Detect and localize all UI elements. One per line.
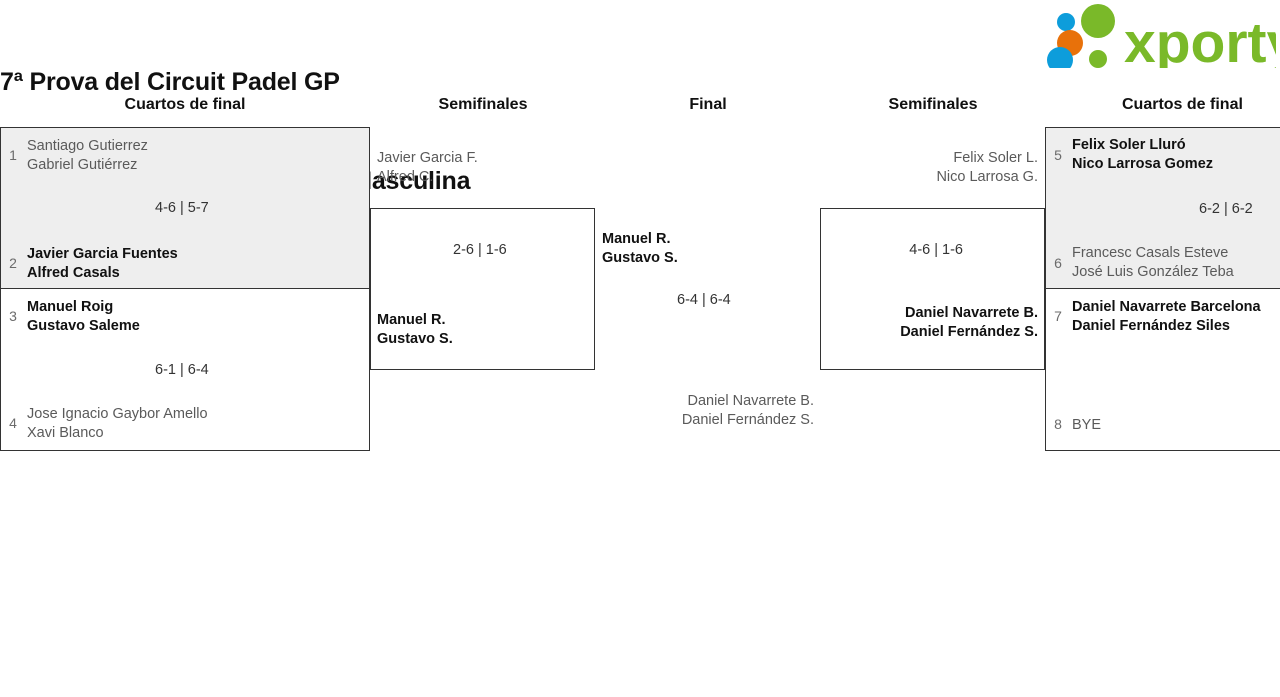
team-sf-left-top: Javier Garcia F. Alfred C. <box>377 149 478 187</box>
player-name: Gustavo S. <box>377 331 453 347</box>
player-name: Daniel Navarrete B. <box>905 305 1038 321</box>
column-header-final: Final <box>689 96 727 113</box>
column-header-quarterfinals-right: Cuartos de final <box>1122 96 1243 113</box>
player-name: Xavi Blanco <box>27 425 104 441</box>
player-name: BYE <box>1072 417 1102 433</box>
player-name: Manuel Roig <box>27 299 114 315</box>
team-qf-right-2-top: Daniel Navarrete Barcelona Daniel Fernán… <box>1072 298 1261 336</box>
match-box-sf-right[interactable] <box>820 208 1045 370</box>
match-box-qf-right-2[interactable] <box>1045 288 1280 451</box>
score-final: 6-4 | 6-4 <box>677 292 731 308</box>
score-sf-left: 2-6 | 1-6 <box>453 242 507 258</box>
player-name: Javier Garcia F. <box>377 150 478 166</box>
player-name: Felix Soler L. <box>953 150 1038 166</box>
seed-number-2: 2 <box>9 255 17 271</box>
column-header-semifinals-right: Semifinales <box>888 96 978 113</box>
team-qf-right-1-bottom: Francesc Casals Esteve José Luis Gonzále… <box>1072 244 1234 282</box>
team-sf-right-top: Felix Soler L. Nico Larrosa G. <box>795 149 1038 187</box>
player-name: José Luis González Teba <box>1072 264 1234 280</box>
match-box-qf-right-1[interactable] <box>1045 127 1280 289</box>
team-final-top: Manuel R. Gustavo S. <box>602 230 678 268</box>
seed-number-6: 6 <box>1054 255 1062 271</box>
player-name: Nico Larrosa G. <box>936 169 1038 185</box>
logo-dot-blue-small <box>1057 13 1075 31</box>
score-qf-right-1: 6-2 | 6-2 <box>1199 201 1253 217</box>
player-name: Daniel Fernández S. <box>900 324 1038 340</box>
player-name: Nico Larrosa Gomez <box>1072 156 1214 172</box>
seed-number-8: 8 <box>1054 416 1062 432</box>
team-qf-left-2-bottom: Jose Ignacio Gaybor Amello Xavi Blanco <box>27 405 208 443</box>
player-name: Jose Ignacio Gaybor Amello <box>27 406 208 422</box>
player-name: Alfred Casals <box>27 265 120 281</box>
team-qf-left-1-top: Santiago Gutierrez Gabriel Gutiérrez <box>27 137 148 175</box>
title-line-1: 7ª Prova del Circuit Padel GP <box>0 68 340 96</box>
team-sf-right-bottom: Daniel Navarrete B. Daniel Fernández S. <box>795 304 1038 342</box>
match-box-sf-left[interactable] <box>370 208 595 370</box>
score-sf-right: 4-6 | 1-6 <box>909 242 963 258</box>
score-qf-left-2: 6-1 | 6-4 <box>155 362 209 378</box>
column-header-semifinals-left: Semifinales <box>438 96 528 113</box>
player-name: Daniel Fernández S. <box>681 412 814 428</box>
player-name: Daniel Navarrete B. <box>687 393 814 409</box>
player-name: Javier Garcia Fuentes <box>27 246 178 262</box>
player-name: Manuel R. <box>602 231 671 247</box>
logo-dot-green-small <box>1089 50 1107 68</box>
seed-number-3: 3 <box>9 308 17 324</box>
seed-number-7: 7 <box>1054 308 1062 324</box>
player-name: Santiago Gutierrez <box>27 138 148 154</box>
player-name: Manuel R. <box>377 312 446 328</box>
score-qf-left-1: 4-6 | 5-7 <box>155 200 209 216</box>
team-sf-left-bottom: Manuel R. Gustavo S. <box>377 311 453 349</box>
player-name: Alfred C. <box>377 169 434 185</box>
team-qf-left-1-bottom: Javier Garcia Fuentes Alfred Casals <box>27 245 178 283</box>
seed-number-5: 5 <box>1054 147 1062 163</box>
team-final-bottom: Daniel Navarrete B. Daniel Fernández S. <box>564 392 814 430</box>
player-name: Daniel Fernández Siles <box>1072 318 1230 334</box>
player-name: Gustavo Saleme <box>27 318 140 334</box>
logo-dot-blue-large <box>1047 47 1073 73</box>
seed-number-4: 4 <box>9 415 17 431</box>
team-qf-left-2-top: Manuel Roig Gustavo Saleme <box>27 298 140 336</box>
match-box-qf-left-2[interactable] <box>0 288 370 451</box>
player-name: Felix Soler Lluró <box>1072 137 1186 153</box>
logo-svg: xporty <box>1047 4 1280 75</box>
player-name: Daniel Navarrete Barcelona <box>1072 299 1261 315</box>
column-header-quarterfinals-left: Cuartos de final <box>124 96 246 113</box>
player-name: Gabriel Gutiérrez <box>27 157 138 173</box>
logo-wordmark: xporty <box>1124 11 1276 68</box>
player-name: Francesc Casals Esteve <box>1072 245 1229 261</box>
team-qf-right-2-bottom: BYE <box>1072 416 1101 435</box>
player-name: Gustavo S. <box>602 250 678 266</box>
xporty-logo[interactable]: xporty <box>1046 4 1280 75</box>
team-qf-right-1-top: Felix Soler Lluró Nico Larrosa Gomez <box>1072 136 1213 174</box>
logo-dot-green-large <box>1081 4 1115 38</box>
seed-number-1: 1 <box>9 147 17 163</box>
